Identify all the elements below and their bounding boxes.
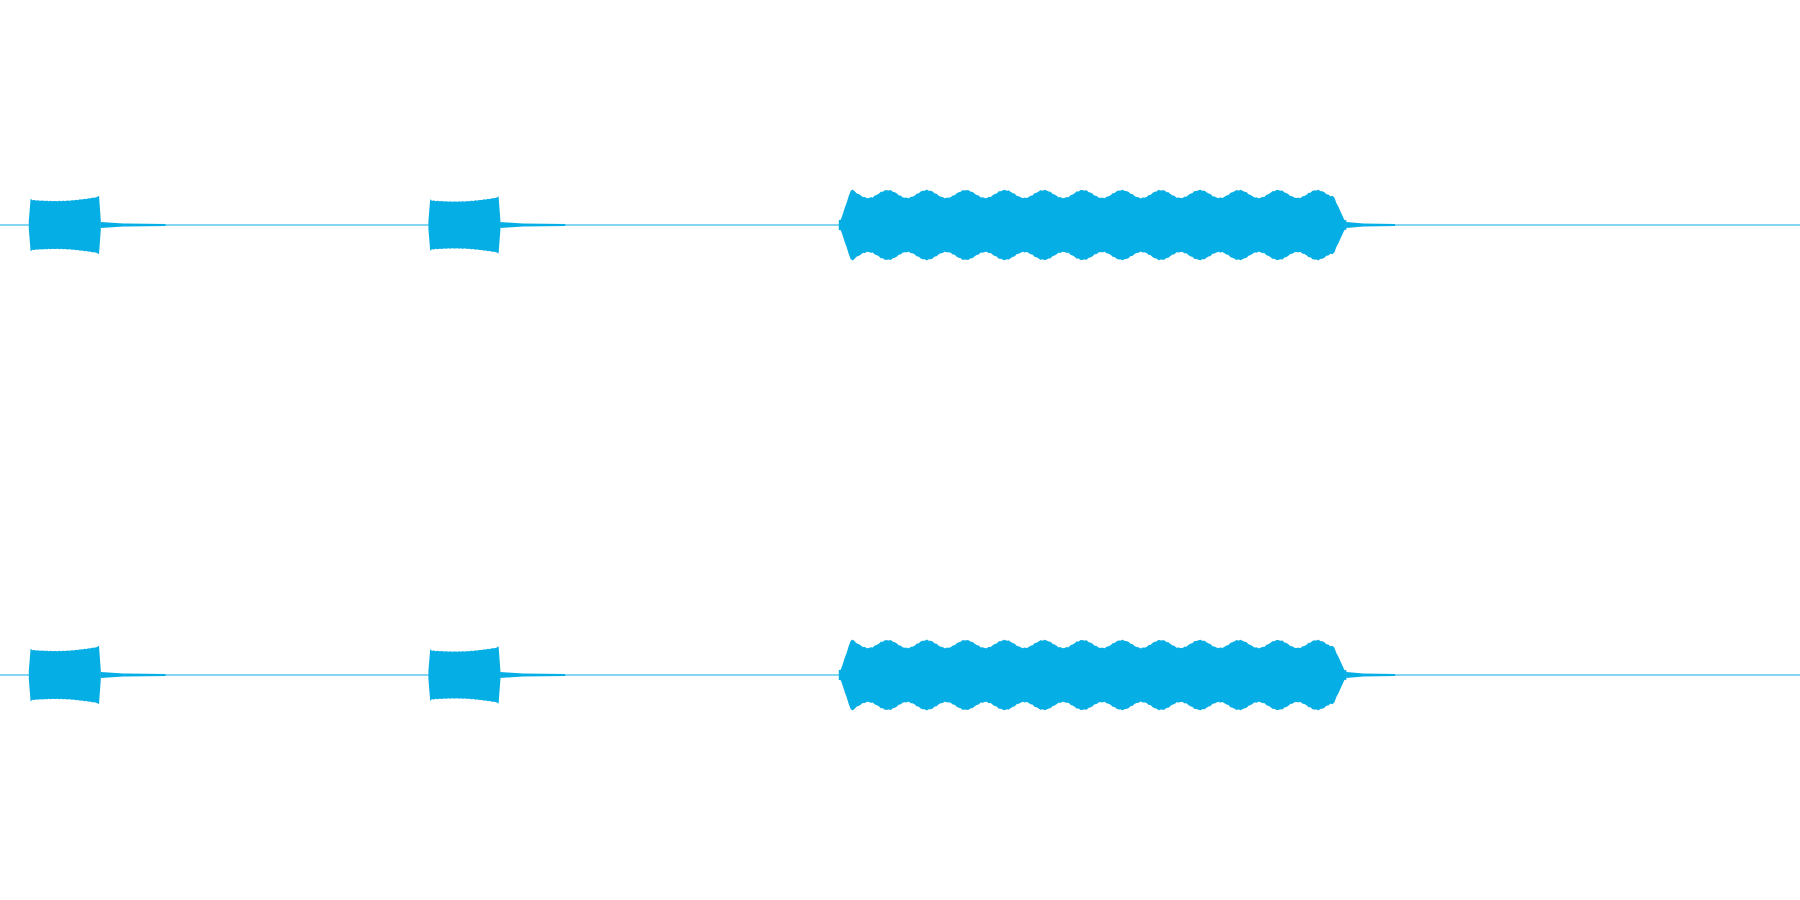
- tone-decay-tail: [100, 672, 166, 678]
- tone-decay-tail: [1346, 672, 1395, 678]
- short-tone-burst: [428, 646, 501, 704]
- right-channel: [0, 639, 1800, 711]
- left-channel: [0, 189, 1800, 261]
- tone-decay-tail: [1346, 222, 1395, 228]
- warble-tone-burst: [838, 189, 1347, 261]
- warble-tone-burst: [838, 639, 1347, 711]
- channels-layer: [0, 189, 1800, 711]
- short-tone-burst: [28, 645, 101, 705]
- tone-decay-tail: [100, 222, 166, 228]
- tone-decay-tail: [500, 222, 566, 228]
- short-tone-burst: [428, 196, 501, 254]
- short-tone-burst: [28, 195, 101, 255]
- tone-decay-tail: [500, 672, 566, 678]
